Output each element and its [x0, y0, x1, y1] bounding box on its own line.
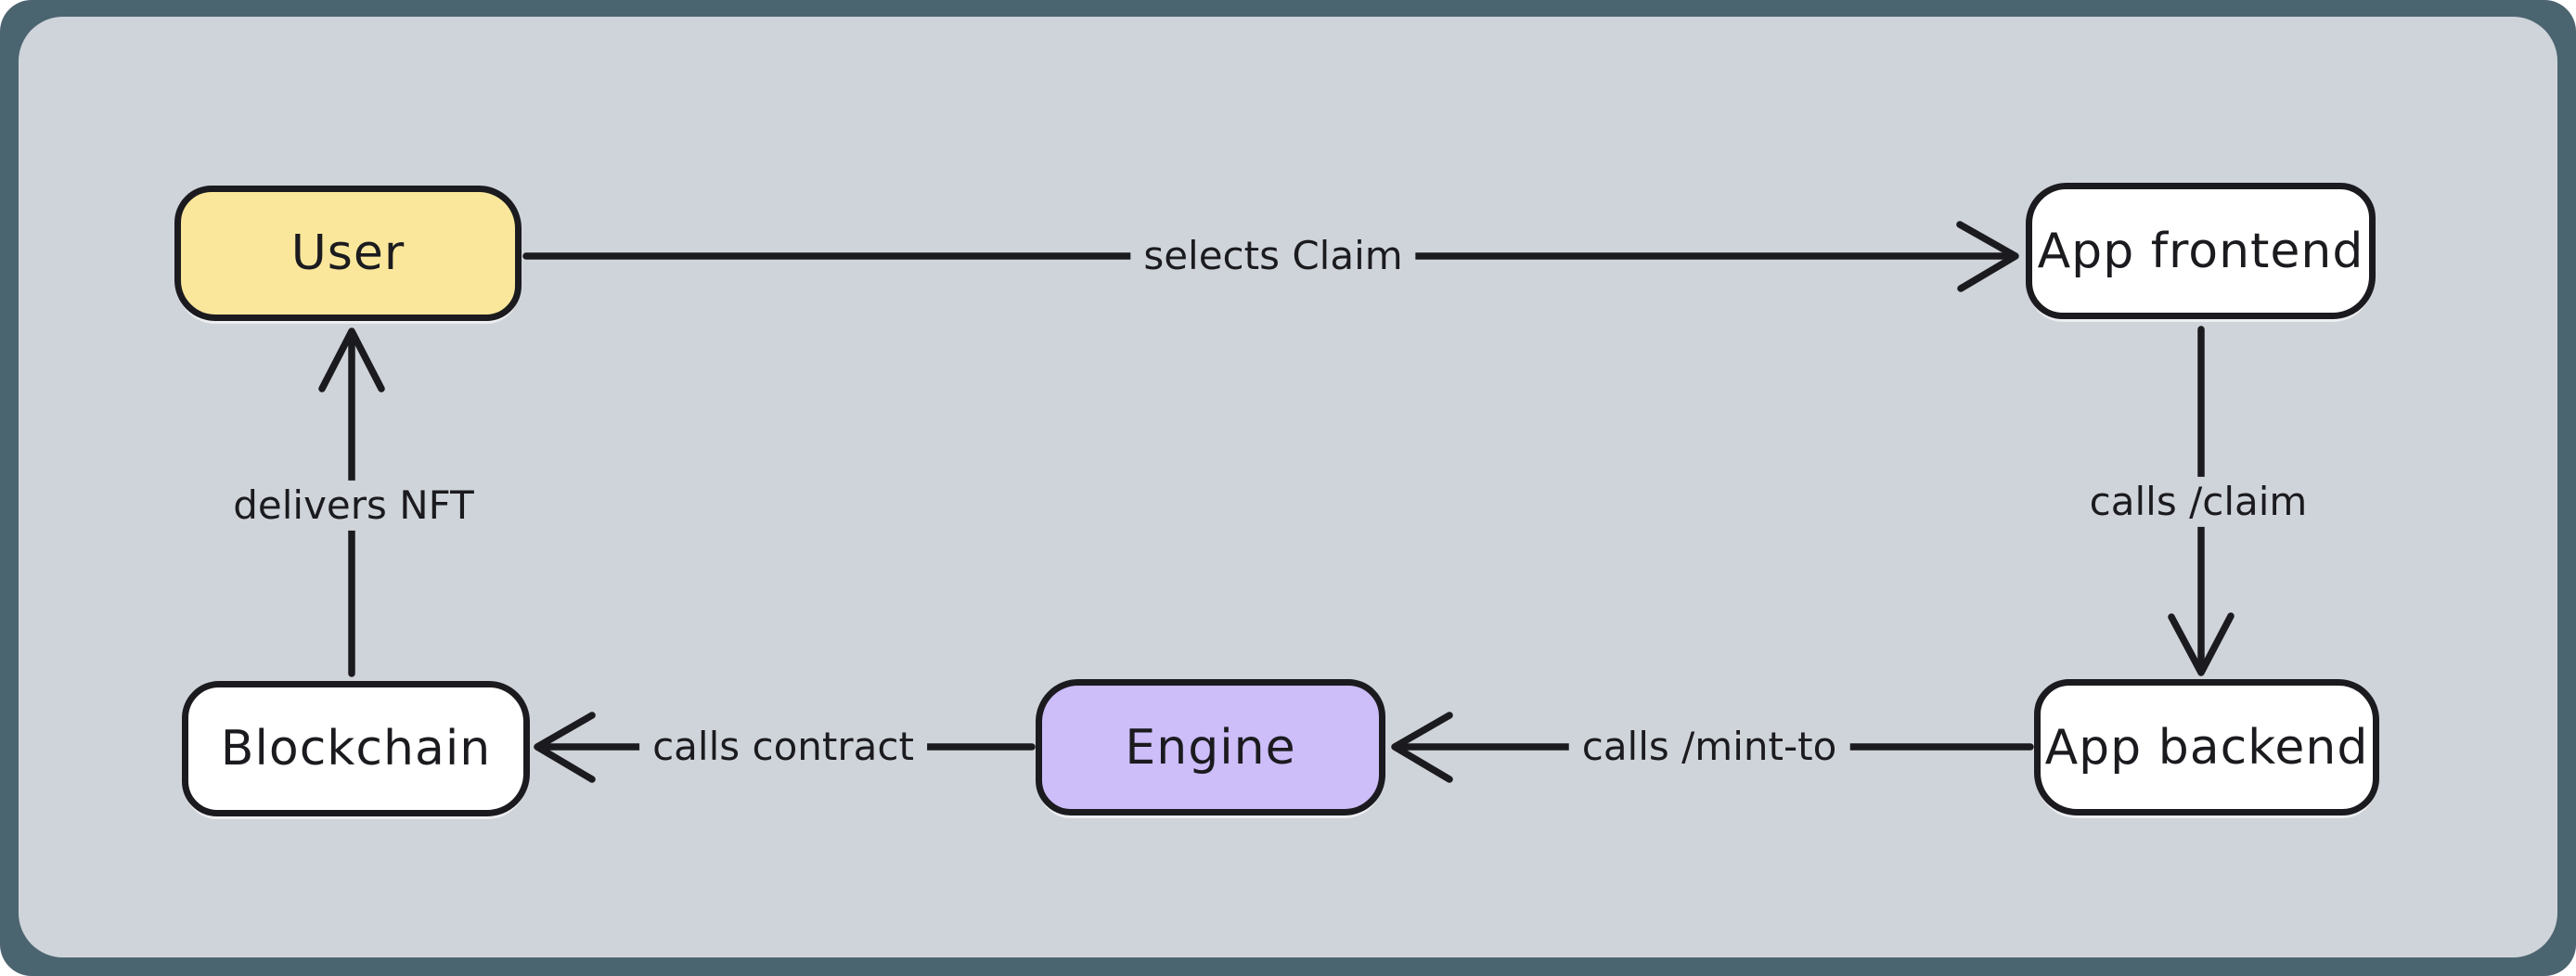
node-app-backend-label: App backend [2044, 719, 2369, 776]
edge-label-calls-claim: calls /claim [2076, 476, 2321, 528]
edge-label-calls-mint-to: calls /mint-to [1568, 721, 1850, 773]
diagram-canvas: User App frontend App backend Engine Blo… [19, 17, 2557, 957]
node-app-backend: App backend [2034, 679, 2379, 815]
node-app-frontend: App frontend [2026, 183, 2376, 319]
edge-label-delivers-nft: delivers NFT [220, 480, 487, 532]
arrowhead-left-icon [534, 712, 596, 783]
edge-label-selects-claim: selects Claim [1130, 230, 1416, 282]
node-app-frontend-label: App frontend [2037, 223, 2364, 279]
arrowhead-right-icon [1956, 221, 2019, 292]
node-blockchain: Blockchain [182, 681, 530, 816]
node-engine: Engine [1036, 679, 1385, 815]
node-user: User [174, 186, 522, 321]
arrowhead-up-icon [318, 327, 385, 392]
node-blockchain-label: Blockchain [220, 721, 492, 777]
node-engine-label: Engine [1125, 719, 1296, 776]
arrowhead-left-icon [1391, 712, 1453, 783]
edge-label-calls-contract: calls contract [639, 721, 927, 773]
node-user-label: User [290, 225, 406, 281]
arrowhead-down-icon [2168, 612, 2235, 676]
